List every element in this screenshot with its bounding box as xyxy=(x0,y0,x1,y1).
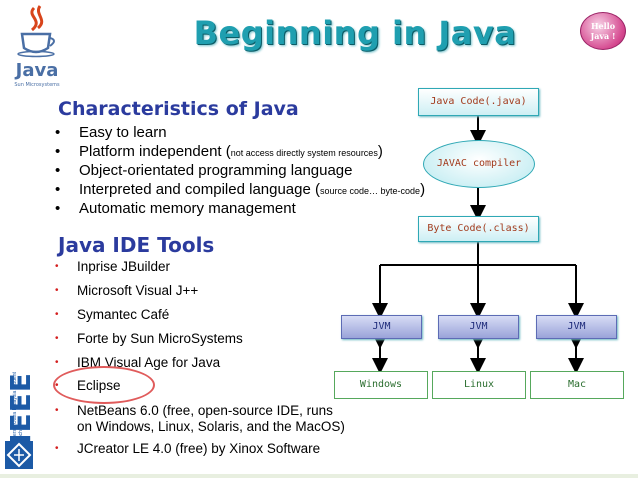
platform-box-mac: Mac xyxy=(530,371,624,399)
hello-java-badge: Hello Java ! xyxy=(580,12,626,50)
jvm-box-linux: JVM xyxy=(438,315,519,339)
characteristics-heading: Characteristics of Java xyxy=(58,98,299,120)
page-title: Beginning in Java xyxy=(193,14,517,52)
bottom-bar xyxy=(0,474,638,478)
ide-item: •Forte by Sun MicroSystems xyxy=(55,331,243,346)
ide-item: •Microsoft Visual J++ xyxy=(55,283,199,298)
characteristic-item: •Platform independent (not access direct… xyxy=(55,143,383,160)
platform-box-windows: Windows xyxy=(334,371,428,399)
characteristic-item: •Easy to learn xyxy=(55,124,167,141)
javac-compiler-node: JAVAC compiler xyxy=(423,140,535,188)
ieee-branch-text: Universiti Utara Malaysia Student Branch xyxy=(12,372,24,446)
ieee-emblem-icon xyxy=(5,441,33,469)
ide-item-continuation: on Windows, Linux, Solaris, and the MacO… xyxy=(77,419,345,434)
ide-item: •NetBeans 6.0 (free, open-source IDE, ru… xyxy=(55,403,333,418)
characteristic-item: •Interpreted and compiled language (sour… xyxy=(55,181,426,198)
byte-code-box: Byte Code(.class) xyxy=(418,216,539,242)
characteristic-item: •Automatic memory management xyxy=(55,200,296,217)
logo-sub-text: Sun Microsystems xyxy=(14,82,60,88)
java-logo: Java Sun Microsystems xyxy=(14,5,60,88)
platform-box-linux: Linux xyxy=(432,371,526,399)
eclipse-highlight-ring xyxy=(53,366,155,404)
ide-item: •JCreator LE 4.0 (free) by Xinox Softwar… xyxy=(55,441,321,456)
java-code-box: Java Code(.java) xyxy=(418,88,539,116)
ide-item: •Symantec Café xyxy=(55,307,170,322)
ide-tools-heading: Java IDE Tools xyxy=(58,233,215,257)
logo-java-text: Java xyxy=(14,60,59,81)
characteristic-item: •Object-orientated programming language xyxy=(55,162,353,179)
jvm-box-mac: JVM xyxy=(536,315,617,339)
badge-line-1: Hello xyxy=(590,21,616,31)
ide-item: •Inprise JBuilder xyxy=(55,259,171,274)
jvm-box-windows: JVM xyxy=(341,315,422,339)
badge-line-2: Java ! xyxy=(590,31,616,41)
